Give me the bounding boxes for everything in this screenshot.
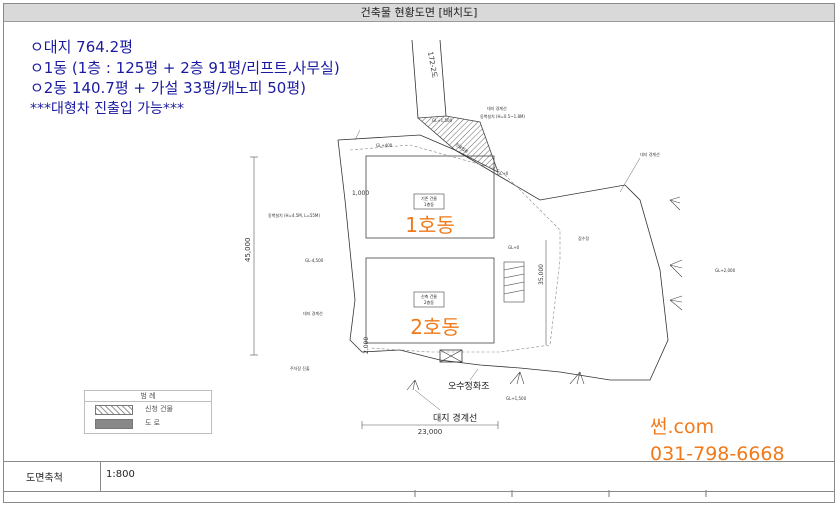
scale-footer: 도면축척 1:800	[4, 461, 834, 492]
building-2-outline	[365, 257, 495, 344]
boundary-top-label: 대지 경계선	[487, 105, 507, 111]
info-land-area: ㅇ대지 764.2평	[30, 38, 133, 56]
gl-2000-label: GL+2,000	[715, 268, 736, 273]
building-1-label: 1호동	[405, 213, 455, 237]
scale-value: 1:800	[106, 469, 135, 480]
drawing-title: 건축물 현황도면 [배치도]	[4, 4, 834, 22]
legend-row-building: 신청 건물	[85, 404, 211, 415]
retaining-label-2: 옹벽설치 (H=0.5~1.8M)	[480, 113, 525, 119]
dim-height: 45,000	[244, 238, 252, 263]
building-2-label: 2호동	[410, 315, 460, 339]
boundary-right-label: 대지 경계선	[640, 151, 660, 157]
building-1-tag-line1: 기존 건물	[421, 195, 437, 201]
scale-label: 도면축척	[26, 473, 63, 484]
boundary-label: 대지 경계선	[433, 412, 477, 424]
septic-label: 오수정화조	[448, 381, 489, 392]
embankment-marks	[406, 196, 683, 391]
building-2-tag-line1: 신축 건물	[421, 293, 437, 299]
dim-right: 35,000	[538, 264, 545, 285]
road-label: 172-2도	[426, 51, 439, 79]
legend-header: 범 례	[85, 391, 211, 402]
info-truck-access: ***대형차 진출입 가능***	[30, 100, 184, 117]
legend-hatch-swatch	[95, 405, 133, 415]
building-1-tag	[413, 193, 445, 210]
info-building-1: ㅇ1동 (1층 : 125평 + 2층 91평/리프트,사무실)	[30, 58, 340, 77]
gl-400-label: GL+400	[376, 143, 393, 148]
gl-0-label-a: GL+0	[497, 171, 509, 176]
scale-divider	[100, 462, 101, 491]
dim-top: 1,000	[352, 190, 369, 197]
site-boundary	[337, 134, 669, 381]
legend-row-road-label: 도 로	[145, 419, 161, 427]
legend-box: 범 례 신청 건물 도 로	[84, 390, 212, 434]
dim-bottom: 2,000	[363, 337, 370, 354]
septic-tank	[439, 349, 463, 363]
info-building-2: ㅇ2동 140.7평 + 가설 33평/캐노피 50평)	[30, 79, 306, 97]
contact-website: 썬.com	[650, 416, 715, 438]
gl-0-label-b: GL+0	[508, 245, 520, 250]
inner-outline	[349, 144, 561, 353]
retaining-label: 옹벽설치 (H=4.5M, L=55M)	[268, 212, 320, 218]
entrance-area	[417, 115, 499, 173]
legend-row-road: 도 로	[85, 418, 211, 429]
leader-lines	[354, 129, 641, 411]
building-1-tag-line2: 1층동	[424, 201, 434, 207]
boundary-left-label: 대지 경계선	[303, 310, 323, 316]
parking-label: 주차장 진출	[290, 365, 310, 371]
legend-solid-swatch	[95, 419, 133, 429]
dimension-lines	[250, 156, 547, 429]
drain-label: 집수정	[578, 235, 589, 241]
contact-info: 썬.com 031-798-6668	[650, 414, 785, 468]
parking-stripes	[503, 261, 525, 303]
dim-width: 23,000	[418, 428, 443, 436]
gl-1500-label: GL+1,500	[432, 118, 453, 123]
site-info: ㅇ대지 764.2평 ㅇ1동 (1층 : 125평 + 2층 91평/리프트,사…	[30, 37, 340, 119]
drawing-frame	[3, 3, 835, 503]
building-2-tag	[413, 291, 445, 308]
gl-4500-label: GL-4,500	[305, 258, 324, 263]
building-1-outline	[365, 155, 495, 239]
gl-1500b-label: GL+1,500	[506, 396, 527, 401]
contact-phone: 031-798-6668	[650, 443, 785, 465]
road-strip	[411, 39, 447, 119]
septic-tank-cross-b	[439, 349, 463, 363]
building-2-tag-line2: 2층동	[424, 299, 434, 305]
legend-row-building-label: 신청 건물	[145, 405, 173, 413]
